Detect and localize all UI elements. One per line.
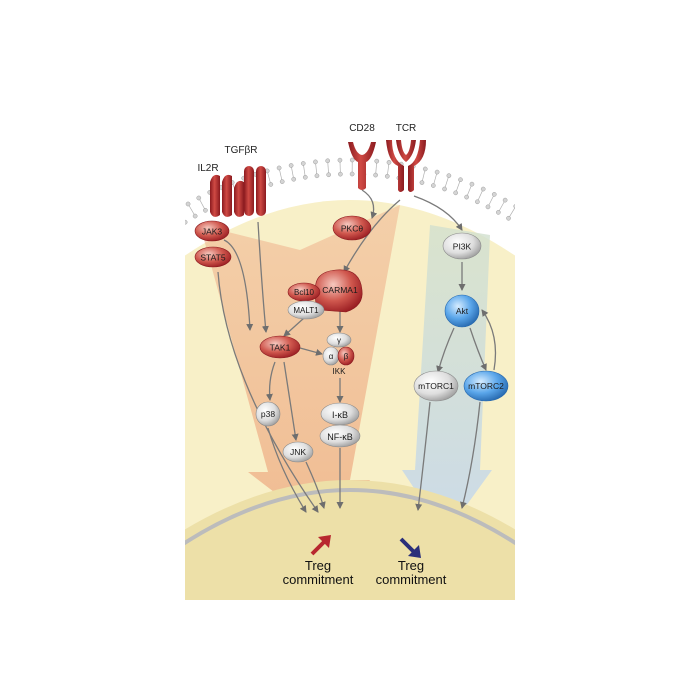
nfkb-label: NF-κB (327, 432, 353, 442)
left-outcome-line1: Treg (305, 558, 331, 573)
mtorc2-node: mTORC2 (463, 370, 509, 402)
arrow-tcr-pi3k (413, 195, 463, 231)
tak1-label: TAK1 (270, 343, 291, 353)
cell-background (185, 108, 515, 600)
pi3k-label: PI3K (453, 242, 472, 252)
ikk-complex: γ α β IKK (322, 332, 355, 376)
akt-node: Akt (444, 294, 480, 328)
cbm-complex: CARMA1 Bcl10 MALT1 (287, 269, 363, 320)
jak3-label: JAK3 (202, 227, 223, 237)
tcr-receptor (386, 140, 426, 192)
arrow-mtorc1-nucleus (415, 401, 431, 511)
arrow-tak1-p38 (265, 361, 276, 401)
ikk-label: IKK (333, 367, 347, 376)
nuclear-envelope (185, 488, 515, 546)
nucleus (185, 480, 515, 600)
nfkb-node: NF-κB (319, 424, 361, 448)
carma1-label: CARMA1 (322, 285, 358, 295)
down-arrow-icon (399, 537, 421, 558)
arrow-tcr-carma1 (343, 199, 401, 273)
arrow-carma1-tak1 (283, 317, 305, 337)
cd28-label: CD28 (349, 123, 375, 134)
pkc-theta-node: PKCθ (332, 215, 372, 241)
bcl10-label: Bcl10 (294, 288, 315, 297)
arrow-cd28-pkc (361, 189, 378, 219)
arrow-tgfbr-tak1 (257, 221, 269, 333)
arrow-mtorc2-nucleus (460, 401, 481, 509)
ikk-beta-shape (337, 346, 355, 366)
p38-node: p38 (255, 401, 281, 427)
jnk-label: JNK (290, 447, 306, 457)
ikk-beta-label: β (344, 352, 349, 361)
ikk-gamma-shape (326, 332, 352, 348)
mtorc1-label: mTORC1 (418, 381, 454, 391)
akt-label: Akt (456, 306, 469, 316)
arrow-jnk-nucleus (305, 461, 326, 509)
arrow-p38-nucleus (267, 427, 307, 513)
arrow-akt-mtorc2 (469, 327, 487, 371)
arrow-mtorc2-akt (481, 309, 497, 371)
arrow-tak1-jnk (283, 361, 299, 441)
p38-label: p38 (261, 409, 275, 419)
mtorc2-label: mTORC2 (468, 381, 504, 391)
arrow-akt-mtorc1 (436, 327, 455, 373)
malt1-shape (287, 300, 325, 320)
jnk-node: JNK (282, 441, 314, 463)
tak1-node: TAK1 (259, 335, 301, 359)
right-outcome-line2: commitment (376, 572, 447, 587)
ikb-label: I-κB (332, 410, 348, 420)
signaling-arrows (217, 189, 497, 513)
il2r-receptor (210, 174, 244, 217)
arrow-jak3-tak1 (223, 239, 254, 331)
arrow-tak1-ikk (299, 347, 323, 356)
cd28-receptor (348, 142, 376, 190)
il2r-label: IL2R (197, 163, 218, 174)
mtorc1-node: mTORC1 (413, 370, 459, 402)
up-arrow-icon (310, 535, 331, 556)
ikk-gamma-label: γ (337, 336, 341, 345)
pkc-theta-label: PKCθ (341, 224, 363, 234)
jak3-node: JAK3 (194, 220, 230, 242)
stat5-label: STAT5 (200, 253, 225, 263)
tcr-label: TCR (396, 123, 417, 134)
stat5-node: STAT5 (194, 246, 232, 268)
arrow-stat5-nucleus (217, 271, 319, 513)
tgfbr-receptor (244, 166, 266, 216)
pi3k-node: PI3K (442, 232, 482, 260)
ikb-node: I-κB (320, 402, 360, 426)
malt1-label: MALT1 (293, 306, 319, 315)
tgfbr-label: TGFβR (225, 145, 258, 156)
ikk-alpha-label: α (329, 352, 334, 361)
right-outcome-line1: Treg (398, 558, 424, 573)
left-outcome-line2: commitment (283, 572, 354, 587)
